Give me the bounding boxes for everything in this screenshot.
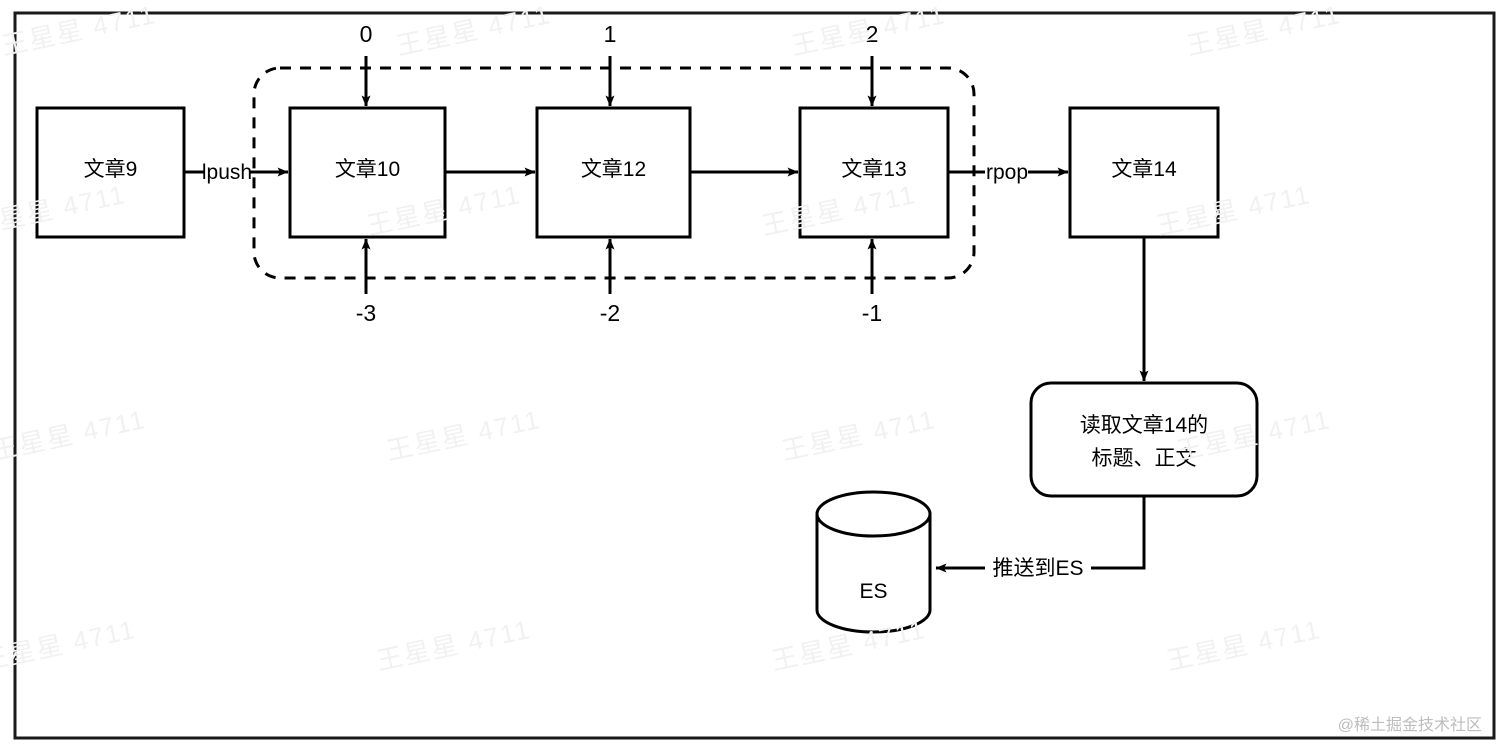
node-article-10-label: 文章10 xyxy=(335,158,400,181)
node-es-label: ES xyxy=(859,580,887,603)
source-credit: @稀土掘金技术社区 xyxy=(1337,717,1482,734)
index-positive-1: 1 xyxy=(604,21,617,107)
index-positive-2: 2 xyxy=(866,21,879,107)
node-article-9-shape xyxy=(35,106,186,239)
node-article-9[interactable]: 文章9 xyxy=(35,106,186,239)
node-article-10-shape xyxy=(288,106,447,239)
node-article-13-shape xyxy=(798,106,950,239)
node-read-article-shape xyxy=(1029,381,1259,498)
node-article-12[interactable]: 文章12 xyxy=(535,106,692,239)
node-article-12-shape xyxy=(535,106,692,239)
index-negative-3-label: -3 xyxy=(356,300,376,326)
index-negative-3: -3 xyxy=(356,238,376,326)
edge-rpop-label: rpop xyxy=(986,161,1028,184)
node-read-article[interactable]: 读取文章14的 标题、正文 xyxy=(1029,381,1259,498)
index-negative-1-label: -1 xyxy=(862,300,882,326)
node-article-14-label: 文章14 xyxy=(1111,158,1177,181)
node-read-article-label-line2: 标题、正文 xyxy=(1092,447,1197,470)
edge-lpush: lpush xyxy=(184,161,289,184)
node-article-12-label: 文章12 xyxy=(581,158,646,181)
node-article-13-label: 文章13 xyxy=(841,158,906,181)
edge-push-to-es-label: 推送到ES xyxy=(992,557,1083,580)
edge-push-to-es: 推送到ES xyxy=(935,496,1146,580)
node-article-9-label: 文章9 xyxy=(84,158,138,181)
node-article-10[interactable]: 文章10 xyxy=(288,106,447,239)
node-article-13[interactable]: 文章13 xyxy=(798,106,950,239)
index-positive-1-label: 1 xyxy=(604,21,617,47)
node-article-14[interactable]: 文章14 xyxy=(1068,106,1220,239)
node-es-body xyxy=(815,512,932,634)
index-positive-2-label: 2 xyxy=(866,21,879,47)
index-negative-2-label: -2 xyxy=(600,300,620,326)
node-read-article-label-line1: 读取文章14的 xyxy=(1080,414,1208,437)
edge-lpush-label: lpush xyxy=(202,161,252,184)
index-positive-0: 0 xyxy=(360,21,373,107)
diagram-frame xyxy=(13,11,1496,740)
edge-rpop: rpop xyxy=(948,161,1069,184)
node-article-14-shape xyxy=(1068,106,1220,239)
index-positive-0-label: 0 xyxy=(360,21,373,47)
index-negative-1: -1 xyxy=(862,238,882,326)
node-es-top-ellipse xyxy=(815,490,932,538)
node-es-datastore[interactable]: ES xyxy=(815,490,932,634)
index-negative-2: -2 xyxy=(600,238,620,326)
